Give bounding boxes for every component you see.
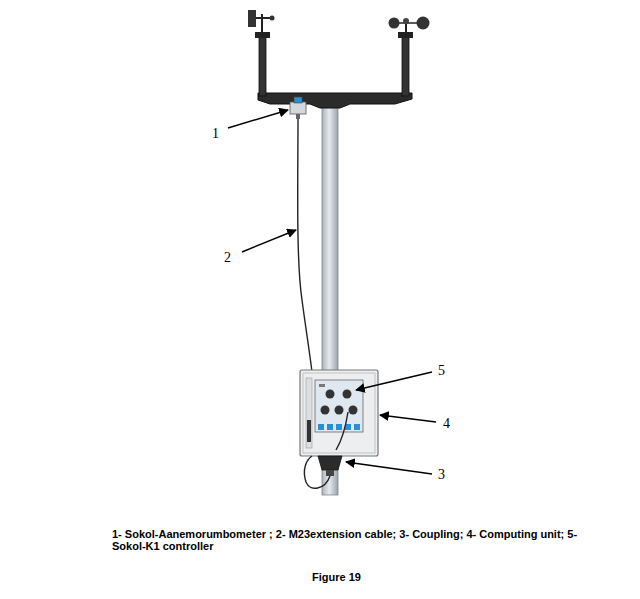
callout-number: 3	[438, 467, 445, 483]
cup-anemometer	[389, 17, 430, 33]
callout-number: 2	[224, 250, 231, 266]
wind-vane	[248, 10, 275, 32]
computing-unit	[300, 370, 378, 456]
leader-arrows	[228, 110, 436, 474]
callout-number: 1	[212, 126, 219, 142]
sensor-connector	[290, 97, 306, 119]
controller-panel	[315, 380, 363, 450]
callout-number: 5	[438, 363, 445, 379]
figure-number: Figure 19	[312, 571, 361, 583]
extension-cable	[298, 119, 312, 372]
crossbar	[255, 32, 413, 108]
figure-caption: 1- Sokol-Aanemorumbometer ; 2- M23extens…	[112, 528, 592, 552]
coupling	[318, 456, 342, 476]
callout-number: 4	[443, 416, 450, 432]
cable-loop	[304, 456, 330, 488]
